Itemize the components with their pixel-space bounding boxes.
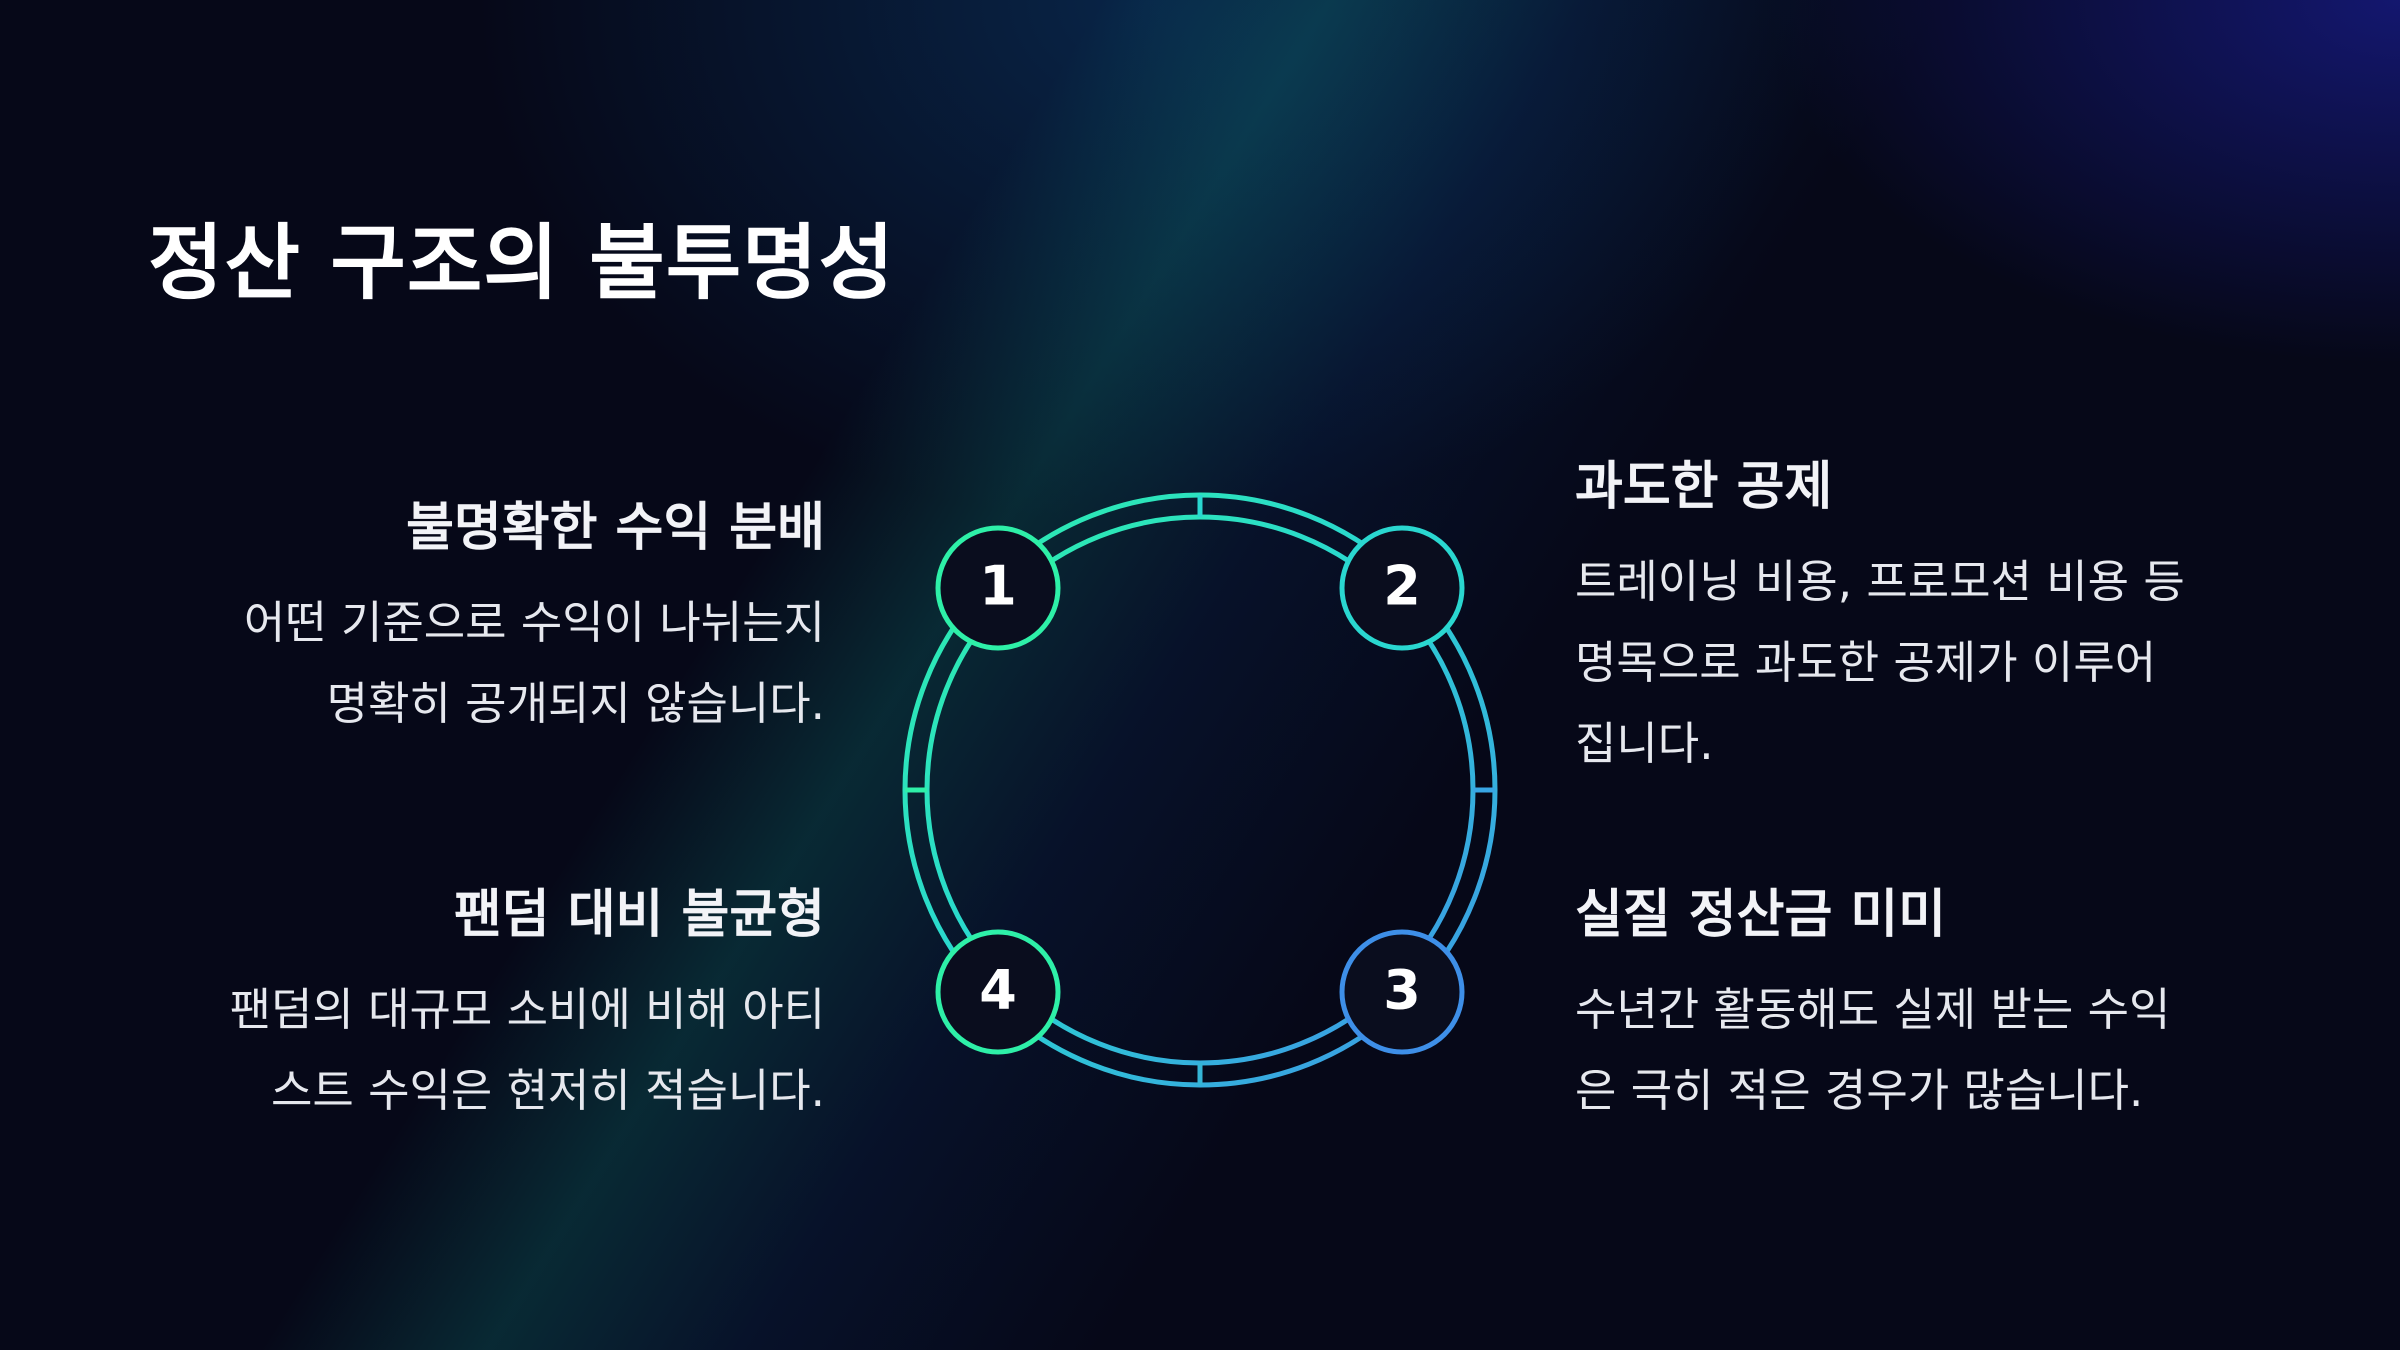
step-node-4-number: 4 [979,959,1017,1022]
step-1-heading: 불명확한 수익 분배 [406,498,825,558]
step-4-line-1: 팬덤의 대규모 소비에 비해 아티 [229,983,825,1036]
step-2-line-1: 트레이닝 비용, 프로모션 비용 등 [1575,555,2185,608]
step-1-text: 불명확한 수익 분배 어떤 기준으로 수익이 나뉘는지 명확히 공개되지 않습니… [244,485,825,744]
step-node-2-number: 2 [1383,555,1421,618]
step-node-3: 3 [1339,929,1465,1055]
step-node-1: 1 [935,525,1061,651]
step-3-heading: 실질 정산금 미미 [1575,885,1947,945]
step-1-line-1: 어떤 기준으로 수익이 나뉘는지 [243,596,825,649]
step-4-heading: 팬덤 대비 불균형 [453,885,825,945]
slide-title: 정산 구조의 불투명성 [148,216,896,311]
step-node-4: 4 [935,929,1061,1055]
step-node-4-circle [935,929,1061,1055]
cycle-diagram: 1 2 3 4 [902,492,1498,1088]
step-1-line-2: 명확히 공개되지 않습니다. [326,677,825,730]
step-4-description: 팬덤의 대규모 소비에 비해 아티 스트 수익은 현저히 적습니다. [230,969,825,1131]
step-1-description: 어떤 기준으로 수익이 나뉘는지 명확히 공개되지 않습니다. [244,582,825,744]
step-4-text: 팬덤 대비 불균형 팬덤의 대규모 소비에 비해 아티 스트 수익은 현저히 적… [230,872,825,1131]
step-node-2-circle [1339,525,1465,651]
step-node-3-number: 3 [1383,959,1421,1022]
step-2-line-3: 집니다. [1575,717,1714,770]
step-3-description: 수년간 활동해도 실제 받는 수익 은 극히 적은 경우가 많습니다. [1575,969,2170,1131]
step-3-line-1: 수년간 활동해도 실제 받는 수익 [1575,983,2171,1036]
step-node-1-circle [935,525,1061,651]
step-node-3-circle [1339,929,1465,1055]
step-4-line-2: 스트 수익은 현저히 적습니다. [270,1064,825,1117]
step-2-line-2: 명목으로 과도한 공제가 이루어 [1575,636,2157,689]
step-node-1-number: 1 [979,555,1017,618]
step-2-description: 트레이닝 비용, 프로모션 비용 등 명목으로 과도한 공제가 이루어 집니다. [1575,541,2185,784]
step-2-heading: 과도한 공제 [1575,457,1833,517]
step-2-text: 과도한 공제 트레이닝 비용, 프로모션 비용 등 명목으로 과도한 공제가 이… [1575,444,2185,784]
step-3-text: 실질 정산금 미미 수년간 활동해도 실제 받는 수익 은 극히 적은 경우가 … [1575,872,2170,1131]
step-3-line-2: 은 극히 적은 경우가 많습니다. [1575,1064,2144,1117]
step-node-2: 2 [1339,525,1465,651]
